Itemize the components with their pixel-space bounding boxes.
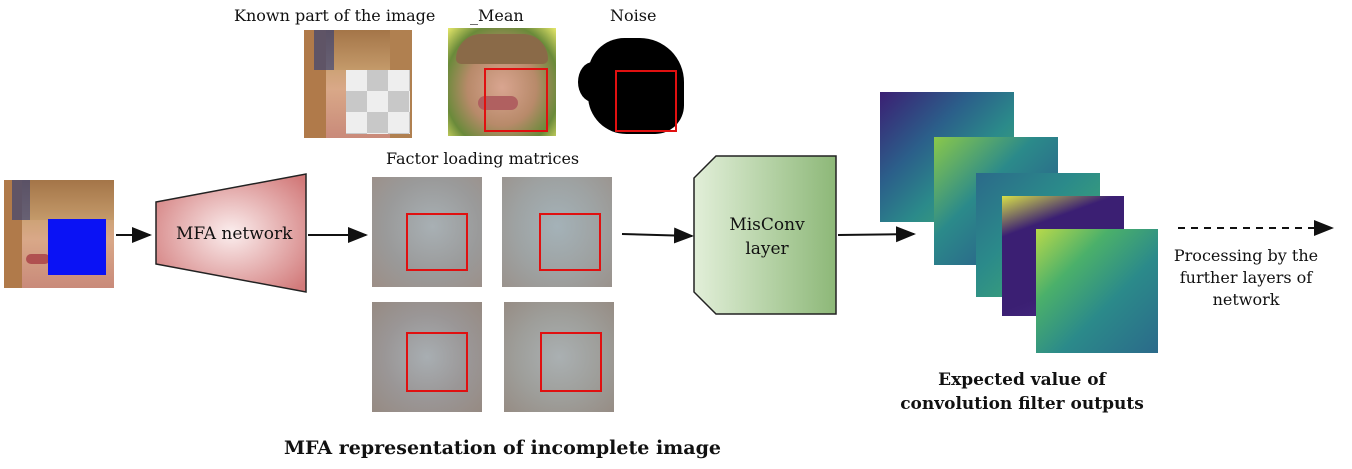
known-part-label: Known part of the image xyxy=(234,6,436,25)
checkerboard xyxy=(346,70,410,134)
processing-label-line2: further layers of xyxy=(1179,268,1313,287)
misconv-label-line1: MisConv xyxy=(729,215,805,235)
factor-matrix-4 xyxy=(504,302,614,412)
noise-red-box xyxy=(615,70,677,132)
arrow-factors-to-misconv xyxy=(621,227,694,244)
misconv-layer-block xyxy=(693,155,837,315)
factor-matrix-1 xyxy=(372,177,482,287)
feature-map-5 xyxy=(1036,229,1158,353)
mfa-network-block xyxy=(155,173,307,293)
expected-value-line2: convolution filter outputs xyxy=(900,394,1144,414)
noise-image xyxy=(578,32,688,138)
mean-red-box xyxy=(484,68,548,132)
factor-loading-label: Factor loading matrices xyxy=(386,149,580,168)
expected-value-line1: Expected value of xyxy=(938,370,1106,390)
noise-label: Noise xyxy=(610,6,657,25)
factor-matrix-2 xyxy=(502,177,612,287)
factor-matrix-3 xyxy=(372,302,482,412)
input-image xyxy=(4,180,114,288)
arrow-misconv-to-maps xyxy=(837,226,916,243)
mean-image xyxy=(448,28,556,136)
mfa-network-label: MFA network xyxy=(176,224,293,244)
mfa-representation-caption: MFA representation of incomplete image xyxy=(284,437,721,459)
blue-mask xyxy=(48,219,106,275)
processing-label-line1: Processing by the xyxy=(1173,246,1319,265)
misconv-label-line2: layer xyxy=(745,239,789,259)
known-part-image xyxy=(304,30,412,138)
processing-label-line3: network xyxy=(1212,290,1280,309)
mean-label: _Mean xyxy=(470,6,524,25)
